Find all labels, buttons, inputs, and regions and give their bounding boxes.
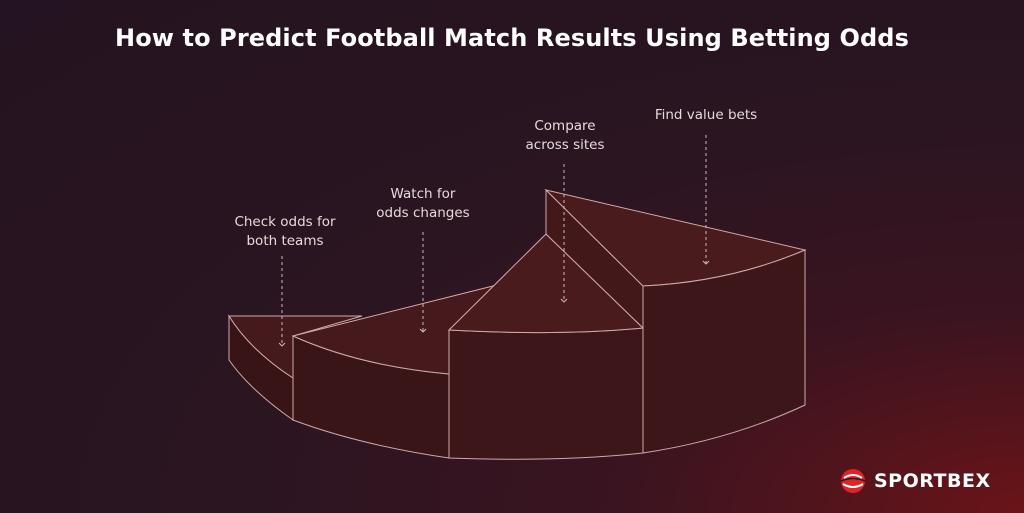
step-4-side <box>642 249 806 454</box>
brand-logo: SPORTBEX <box>838 466 991 496</box>
step-3-side <box>448 327 644 460</box>
brand-name: SPORTBEX <box>874 470 991 492</box>
step-label-1: Check odds for both teams <box>234 214 336 249</box>
sportbex-ball-icon <box>840 469 866 493</box>
step-label-3: Compare across sites <box>525 118 605 153</box>
page-title: How to Predict Football Match Results Us… <box>115 24 909 52</box>
step-label-2: Watch for odds changes <box>376 186 470 221</box>
step-label-4: Find value bets <box>654 107 758 123</box>
